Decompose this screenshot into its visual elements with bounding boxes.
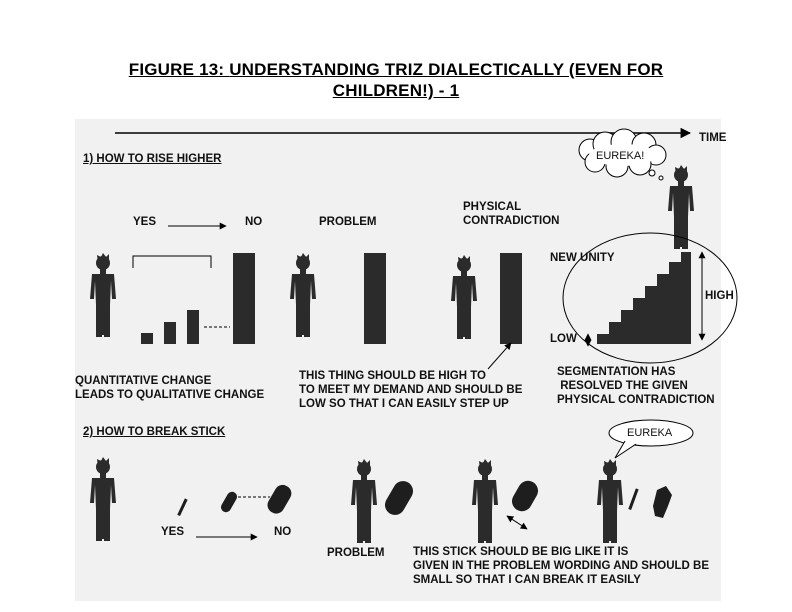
yes-label: YES [133,216,157,228]
broken-stick-pieces [653,486,672,518]
person-figure-5 [90,457,116,541]
contradiction-stick [512,480,538,512]
tall-bar-3 [500,253,522,344]
high-label: HIGH [705,290,734,302]
physical-label: PHYSICAL [463,201,522,213]
small-bar-3 [187,310,199,344]
caption-mid-line-2: TO MEET MY DEMAND AND SHOULD BE [299,384,523,396]
caption-left-line-1: QUANTITATIVE CHANGE [75,375,212,387]
new-unity-ellipse [562,232,738,364]
new-unity-label: NEW UNITY [550,252,615,264]
staircase [597,252,691,344]
figure-title-line-1: FIGURE 13: UNDERSTANDING TRIZ DIALECTICA… [0,60,792,80]
section1-heading: 1) HOW TO RISE HIGHER [83,153,222,165]
yes-label-2: YES [161,526,185,538]
bracket [132,255,212,268]
pointer-arrow [487,342,512,370]
tall-bar-1 [233,253,255,344]
eureka-thought-text: EUREKA! [596,150,645,162]
section2-heading: 2) HOW TO BREAK STICK [83,426,226,438]
no-label: NO [245,216,263,228]
caption-mid-line-1: THIS THING SHOULD BE HIGH TO [299,370,486,382]
person-figure-2 [290,253,316,337]
small-bar-1 [141,333,153,344]
stick-big [267,484,292,514]
caption-stick-line-3: SMALL SO THAT I CAN BREAK IT EASILY [413,574,641,586]
small-bar-2 [164,322,176,344]
time-label: TIME [699,132,727,144]
no-label-2: NO [274,526,292,538]
person-figure-6 [351,459,377,543]
contradiction-label: CONTRADICTION [463,215,560,227]
caption-right-line-3: PHYSICAL CONTRADICTION [557,394,715,406]
person-figure-8 [597,459,623,543]
caption-stick-line-1: THIS STICK SHOULD BE BIG LIKE IT IS [413,546,629,558]
eureka-speech-bubble [608,419,694,459]
problem-label-2: PROBLEM [327,547,385,559]
caption-right-line-1: SEGMENTATION HAS [557,366,676,378]
low-label: LOW [550,333,577,345]
title-separator: : [218,60,230,79]
caption-stick-line-2: GIVEN IN THE PROBLEM WORDING AND SHOULD … [413,560,710,572]
figure-number: FIGURE 13 [128,60,219,79]
stick-thin [177,498,188,517]
caption-mid-line-3: LOW SO THAT I CAN EASILY STEP UP [299,398,509,410]
person-figure-1 [90,253,116,337]
eureka-speech-text: EUREKA [627,427,673,439]
stick-small [221,491,237,513]
person-figure-7 [472,459,498,543]
broken-stick-thin [628,488,639,511]
figure-title-line-2: CHILDREN!) - 1 [332,81,460,100]
problem-label: PROBLEM [319,216,377,228]
size-arrow [506,515,528,530]
caption-right-line-2: RESOLVED THE GIVEN [557,380,688,392]
problem-stick [385,481,413,515]
figure-title-text: UNDERSTANDING TRIZ DIALECTICALLY (EVEN F… [229,60,664,79]
person-on-stairs [668,165,694,249]
caption-left-line-2: LEADS TO QUALITATIVE CHANGE [75,389,265,401]
person-figure-3 [451,255,477,339]
tall-bar-2 [364,253,386,344]
